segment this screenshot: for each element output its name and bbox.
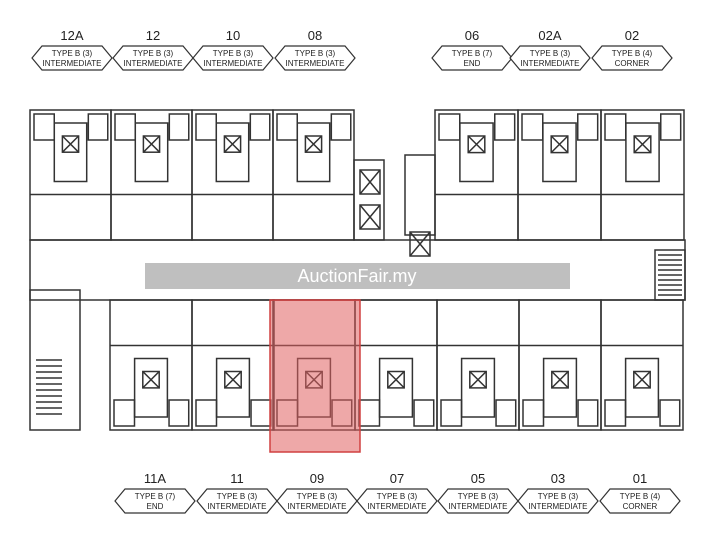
unit-number: 09 — [310, 471, 324, 486]
unit-number: 06 — [465, 28, 479, 43]
unit-number: 02A — [538, 28, 561, 43]
unit-position: INTERMEDIATE — [124, 59, 183, 68]
unit-position: INTERMEDIATE — [529, 502, 588, 511]
unit-plan-10 — [191, 109, 274, 241]
top-unit-label-02A: 02A TYPE B (3)INTERMEDIATE — [509, 28, 591, 71]
unit-tag-hexagon — [31, 45, 113, 71]
unit-plan-03 — [518, 299, 602, 431]
unit-tag-hexagon — [517, 488, 599, 514]
unit-type: TYPE B (3) — [295, 49, 336, 58]
unit-number: 07 — [390, 471, 404, 486]
stair-right — [654, 249, 686, 301]
unit-position: INTERMEDIATE — [286, 59, 345, 68]
highlighted-unit[interactable] — [269, 299, 361, 453]
unit-type: TYPE B (3) — [458, 492, 499, 501]
unit-plan-02 — [600, 109, 685, 241]
unit-type: TYPE B (3) — [297, 492, 338, 501]
unit-tag-hexagon — [114, 488, 196, 514]
unit-position: END — [147, 502, 164, 511]
unit-plan-11 — [191, 299, 275, 431]
stair-left — [29, 289, 81, 431]
unit-number: 11A — [144, 471, 166, 486]
unit-plan-08 — [272, 109, 355, 241]
unit-type: TYPE B (7) — [452, 49, 493, 58]
unit-number: 03 — [551, 471, 565, 486]
unit-plan-11A — [109, 299, 193, 431]
unit-type: TYPE B (3) — [52, 49, 93, 58]
unit-position: INTERMEDIATE — [43, 59, 102, 68]
unit-type: TYPE B (3) — [217, 492, 258, 501]
unit-tag-hexagon — [599, 488, 681, 514]
unit-number: 12A — [60, 28, 83, 43]
unit-number: 08 — [308, 28, 322, 43]
unit-position: CORNER — [615, 59, 650, 68]
unit-position: INTERMEDIATE — [449, 502, 508, 511]
unit-position: INTERMEDIATE — [288, 502, 347, 511]
unit-position: INTERMEDIATE — [521, 59, 580, 68]
unit-number: 10 — [226, 28, 240, 43]
stair-core — [404, 154, 436, 236]
unit-plan-07 — [354, 299, 438, 431]
unit-type: TYPE B (4) — [612, 49, 653, 58]
unit-plan-06 — [434, 109, 519, 241]
unit-number: 11 — [230, 471, 244, 486]
unit-position: END — [464, 59, 481, 68]
unit-number: 02 — [625, 28, 639, 43]
unit-type: TYPE B (3) — [377, 492, 418, 501]
unit-plan-02A — [517, 109, 602, 241]
unit-position: INTERMEDIATE — [204, 59, 263, 68]
watermark-text: AuctionFair.my — [297, 266, 416, 286]
unit-type: TYPE B (3) — [538, 492, 579, 501]
unit-number: 01 — [633, 471, 647, 486]
unit-number: 05 — [471, 471, 485, 486]
building-outline — [29, 109, 686, 431]
unit-type: TYPE B (4) — [620, 492, 661, 501]
unit-position: INTERMEDIATE — [208, 502, 267, 511]
unit-type: TYPE B (3) — [133, 49, 174, 58]
unit-plan-05 — [436, 299, 520, 431]
unit-type: TYPE B (3) — [530, 49, 571, 58]
bottom-unit-label-11A: 11A TYPE B (7)END — [114, 471, 196, 514]
unit-tag-hexagon — [274, 45, 356, 71]
unit-type: TYPE B (7) — [135, 492, 176, 501]
watermark-band — [145, 263, 570, 289]
top-unit-label-12A: 12A TYPE B (3)INTERMEDIATE — [31, 28, 113, 71]
unit-plan-01 — [600, 299, 684, 431]
unit-plan-12A — [29, 109, 112, 241]
unit-type: TYPE B (3) — [213, 49, 254, 58]
unit-tag-hexagon — [356, 488, 438, 514]
unit-number: 12 — [146, 28, 160, 43]
unit-tag-hexagon — [192, 45, 274, 71]
unit-position: CORNER — [623, 502, 658, 511]
unit-tag-hexagon — [591, 45, 673, 71]
unit-plan-12 — [110, 109, 193, 241]
unit-tag-hexagon — [509, 45, 591, 71]
unit-position: INTERMEDIATE — [368, 502, 427, 511]
